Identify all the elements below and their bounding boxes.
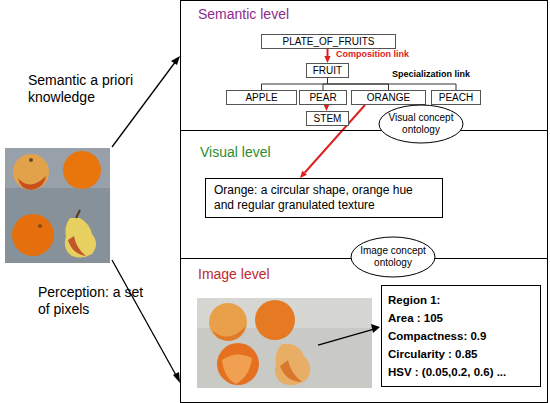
visual-description-box: Orange: a circular shape, orange hue and… bbox=[205, 178, 443, 218]
specialization-link bbox=[328, 78, 457, 90]
node-text: STEM bbox=[311, 112, 344, 125]
attribute-line: HSV : (0.05,0.2, 0.6) ... bbox=[388, 363, 534, 381]
arrowhead bbox=[324, 56, 330, 63]
composition-link bbox=[323, 104, 329, 111]
node-text: FRUIT bbox=[311, 64, 344, 77]
node-text: Visual concept ontology bbox=[388, 112, 454, 136]
concept-box: PEACH bbox=[431, 90, 481, 105]
visual-level-band: Visual levelOrange: a circular shape, or… bbox=[180, 130, 548, 259]
arrowhead bbox=[300, 171, 307, 178]
arrowhead bbox=[323, 104, 329, 111]
concept-box: STEM bbox=[306, 111, 349, 126]
level-title: Semantic level bbox=[198, 6, 547, 23]
composition-link bbox=[324, 49, 330, 63]
link-label: Composition link bbox=[336, 49, 409, 60]
ontology-ellipse: Visual concept ontology bbox=[378, 104, 464, 144]
link-label: Specialization link bbox=[392, 69, 470, 80]
concept-box: FRUIT bbox=[306, 63, 349, 78]
composition-link bbox=[300, 105, 365, 178]
connector-line bbox=[305, 105, 365, 173]
node-text: Image concept ontology bbox=[360, 245, 426, 269]
specialization-link bbox=[262, 78, 328, 90]
level-title: Visual level bbox=[200, 144, 547, 161]
connector-line bbox=[327, 49, 329, 56]
attribute-line: Circularity : 0.85 bbox=[388, 345, 534, 363]
side-caption: Perception: a set of pixels bbox=[38, 284, 146, 318]
concept-box: APPLE bbox=[226, 90, 297, 105]
region-attributes-box: Region 1:Area : 105Compactness: 0.9Circu… bbox=[381, 285, 541, 387]
node-text: PLATE_OF_FRUITS bbox=[266, 35, 391, 48]
concept-box: PLATE_OF_FRUITS bbox=[261, 34, 396, 49]
fruit-photo bbox=[5, 148, 110, 263]
concept-box: ORANGE bbox=[351, 90, 426, 105]
ontology-ellipse: Image concept ontology bbox=[350, 236, 436, 278]
node-text: PEACH bbox=[436, 91, 476, 104]
node-text: APPLE bbox=[231, 91, 292, 104]
connector-line bbox=[323, 78, 328, 90]
connector-line bbox=[328, 78, 457, 90]
node-text: ORANGE bbox=[356, 91, 421, 104]
node-text: Orange: a circular shape, orange hue and… bbox=[214, 183, 434, 213]
attribute-line: Region 1: bbox=[388, 291, 534, 309]
semantic-level-band: Semantic levelPLATE_OF_FRUITS FRUIT APPLE P… bbox=[180, 0, 548, 131]
attribute-line: Compactness: 0.9 bbox=[388, 327, 534, 345]
segmented-image bbox=[197, 298, 372, 388]
specialization-link bbox=[323, 78, 328, 90]
concept-box: PEAR bbox=[299, 90, 347, 105]
perception-arrows bbox=[112, 56, 180, 383]
attribute-line: Area : 105 bbox=[388, 309, 534, 327]
side-caption: Semantic a priori knowledge bbox=[28, 72, 150, 106]
region-pointer bbox=[318, 324, 380, 345]
connector-line bbox=[262, 78, 328, 90]
image-level-band: Image levelRegion 1:Area : 105Compactnes… bbox=[180, 258, 548, 403]
node-text: PEAR bbox=[304, 91, 342, 104]
